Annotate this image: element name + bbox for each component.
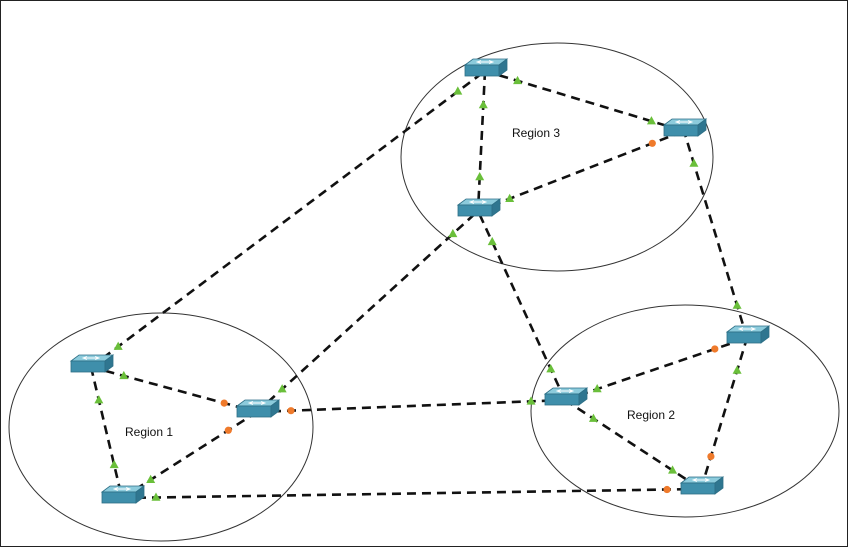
link-s1a-s3a-to-up-port-marker <box>453 86 463 95</box>
network-switch-s2b-icon[interactable] <box>725 325 771 344</box>
link-s2a-s2c <box>564 398 702 491</box>
network-switch-s3c-icon[interactable] <box>456 198 502 217</box>
link-s1b-s3c-to-up-port-marker <box>448 228 458 238</box>
link-s3a-s3c-from-up-port-marker <box>478 99 488 109</box>
links-layer <box>89 69 749 500</box>
link-s3a-s3b-to-up-port-marker <box>646 116 656 125</box>
link-s1b-s1c-from-down-port-marker <box>224 426 232 434</box>
link-s2c-s2b-to-up-port-marker <box>732 365 742 374</box>
network-switch-s3b-icon[interactable] <box>662 118 708 137</box>
link-s1b-s1c-to-up-port-marker <box>146 474 156 483</box>
link-s1b-s3c <box>256 210 479 413</box>
link-s3a-s3c <box>476 70 487 212</box>
link-s3a-s3b-from-up-port-marker <box>513 75 523 85</box>
link-s1b-s2a-to-up-port-marker <box>526 396 536 405</box>
link-s1b-s3c-from-up-port-marker <box>277 384 287 393</box>
link-s2a-s3c-from-up-port-marker <box>546 364 556 373</box>
region-ellipse-r3 <box>400 42 714 272</box>
network-switch-s2c-icon[interactable] <box>679 476 725 495</box>
network-switch-s1a-icon[interactable] <box>69 354 115 373</box>
link-s2b-s3b-from-up-port-marker <box>732 300 742 309</box>
region-label-r1: Region 1 <box>125 425 173 439</box>
link-s1a-s1c-to-up-port-marker <box>109 459 119 469</box>
link-s2a-s2b-from-up-port-marker <box>592 384 602 393</box>
link-s2b-s3b-to-up-port-marker <box>689 158 699 167</box>
link-s3a-s3c-to-up-port-marker <box>475 172 485 181</box>
link-s2c-s2b-from-down-port-marker <box>707 452 715 461</box>
link-s1a-s1b-from-up-port-marker <box>119 370 129 380</box>
network-switch-s1c-icon[interactable] <box>100 485 146 504</box>
link-s3c-s3b-to-down-port-marker <box>648 139 656 147</box>
link-s1b-s1c <box>121 410 258 500</box>
link-s2a-s2b <box>564 336 748 402</box>
network-switch-s3a-icon[interactable] <box>463 58 509 77</box>
link-s2a-s2c-from-up-port-marker <box>588 413 598 422</box>
link-s2c-s2b <box>699 337 749 490</box>
network-switch-s1b-icon[interactable] <box>235 399 281 418</box>
region-ellipse-r1 <box>8 312 314 542</box>
link-s1c-s2c <box>121 487 702 500</box>
link-s2a-s3c-to-up-port-marker <box>487 236 497 246</box>
link-s1a-s3a <box>90 69 486 369</box>
link-s1a-s1b-to-down-port-marker <box>220 399 228 407</box>
link-s1a-s1b <box>90 365 258 414</box>
switches-layer <box>69 58 771 504</box>
link-s2a-s2c-to-up-port-marker <box>668 465 678 474</box>
port-markers-layer <box>94 75 742 501</box>
link-s1c-s2c-from-up-port-marker <box>151 492 161 501</box>
link-s1c-s2c-to-down-port-marker <box>663 485 671 494</box>
link-s2a-s2b-to-down-port-marker <box>711 345 719 353</box>
link-s3c-s3b-from-up-port-marker <box>505 193 515 202</box>
link-s1a-s3a-from-up-port-marker <box>113 341 123 350</box>
region-ellipse-r2 <box>530 304 840 518</box>
region-label-r2: Region 2 <box>627 408 675 422</box>
network-switch-s2a-icon[interactable] <box>543 387 589 406</box>
region-label-r3: Region 3 <box>512 126 560 140</box>
link-s1b-s2a-from-down-port-marker <box>287 407 295 415</box>
link-s1a-s1c-from-up-port-marker <box>94 395 104 404</box>
link-s1a-s1c <box>89 366 124 499</box>
link-s1b-s2a <box>256 398 566 414</box>
